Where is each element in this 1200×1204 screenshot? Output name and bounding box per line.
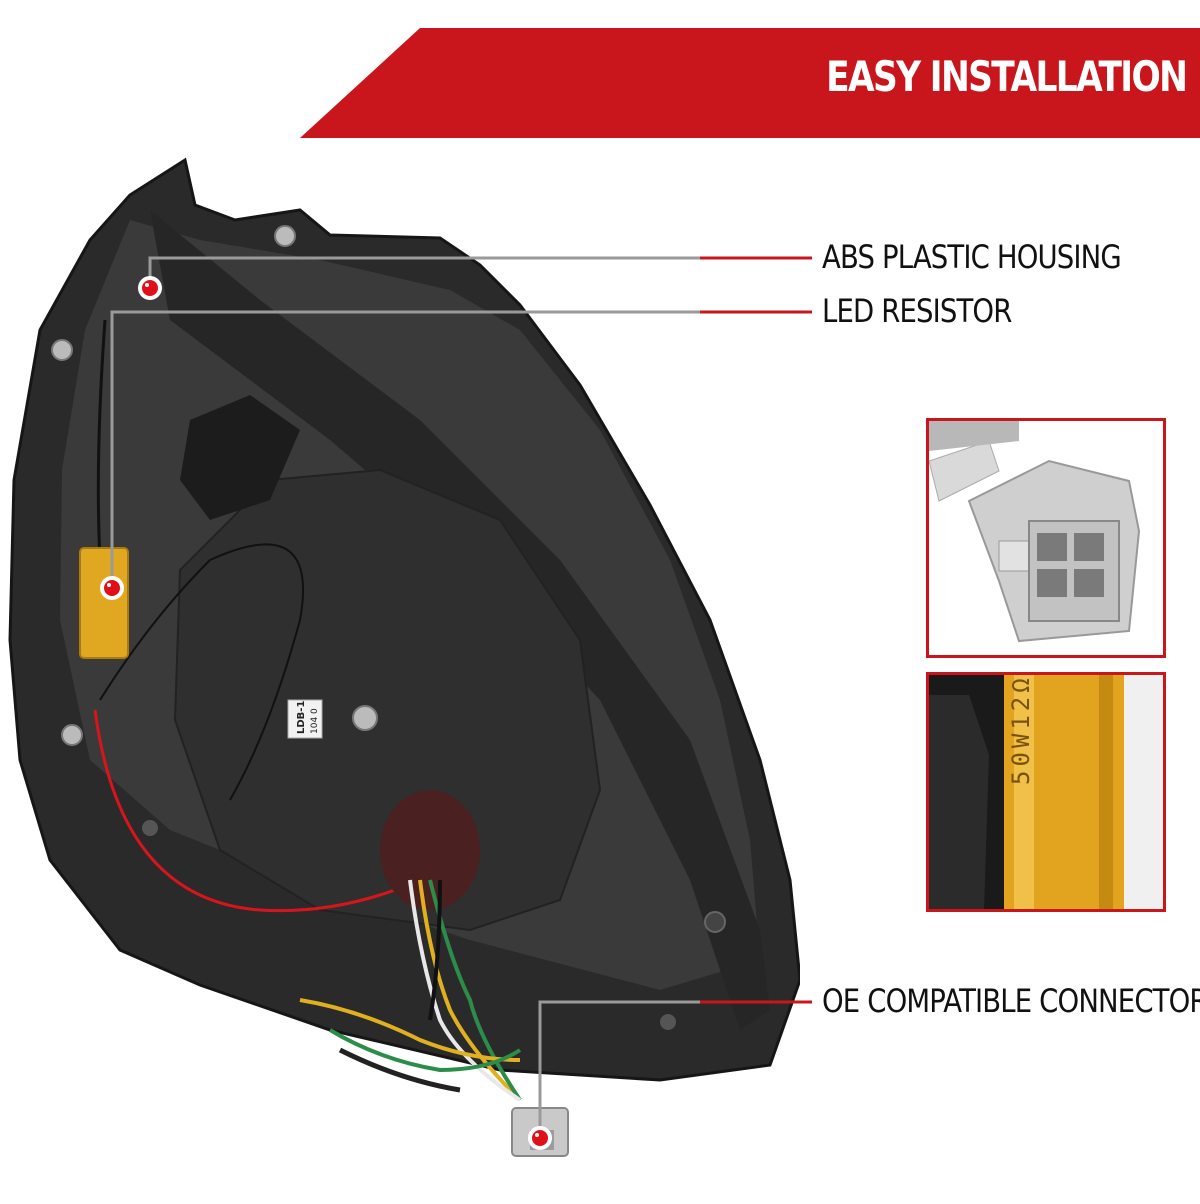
- housing-sticker: LDB-1 104 0: [286, 700, 324, 738]
- taillight-housing-image: [0, 150, 802, 1200]
- sticker-code: LDB-1: [296, 700, 307, 734]
- banner-title: EASY INSTALLATION: [825, 52, 1188, 101]
- connector-closeup-inset: [926, 418, 1166, 658]
- resistor-marking: 50W12ΩJ: [1007, 672, 1035, 785]
- callout-abs-plastic-housing: ABS PLASTIC HOUSING: [822, 238, 1122, 276]
- callout-led-resistor: LED RESISTOR: [822, 292, 1012, 330]
- sticker-number: 104 0: [310, 708, 320, 734]
- resistor-closeup-inset: 50W12ΩJ: [926, 672, 1166, 912]
- banner-shape: [300, 28, 1200, 138]
- callout-oe-compatible-connector: OE COMPATIBLE CONNECTOR: [822, 982, 1200, 1020]
- header-banner: EASY INSTALLATION: [0, 0, 1200, 140]
